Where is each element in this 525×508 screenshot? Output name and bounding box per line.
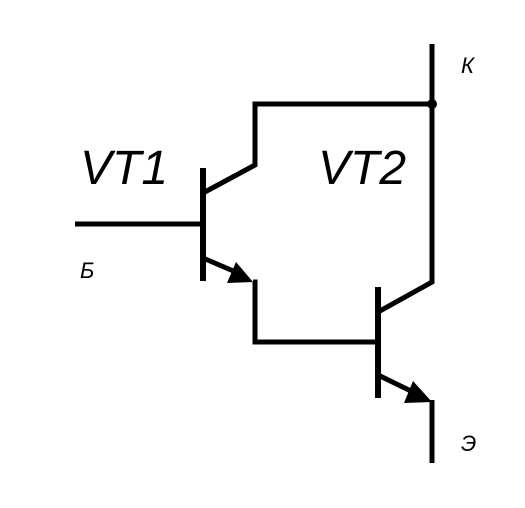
vt2-emitter-arrow [404, 381, 432, 403]
base-terminal-label: Б [80, 258, 94, 283]
emitter-terminal-label: Э [461, 431, 476, 456]
vt1-emitter-line [202, 255, 239, 276]
collector-terminal-label: К [461, 53, 475, 78]
vt1-collector-wire [201, 101, 432, 196]
collector-junction-dot [427, 99, 437, 109]
vt1-emitter-arrow [227, 262, 253, 283]
vt1-to-vt2-base-wire [252, 279, 378, 345]
vt1-label: VT1 [80, 142, 168, 195]
vt2-label: VT2 [318, 142, 406, 195]
vt2-collector-wire [376, 104, 435, 315]
vt2-emitter-line [376, 372, 417, 396]
